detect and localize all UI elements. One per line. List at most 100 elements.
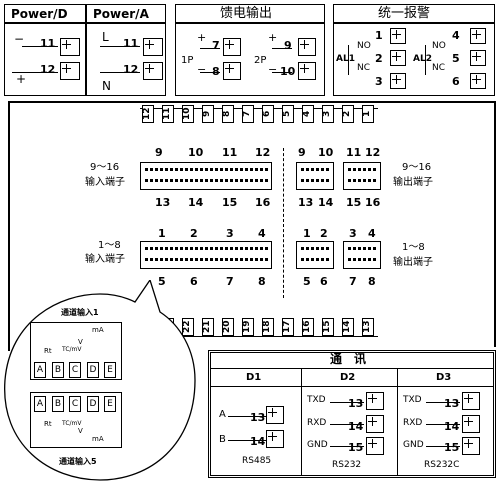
in916-bot-number: 14 bbox=[188, 196, 204, 209]
connector-pin bbox=[230, 247, 233, 250]
connector-pin bbox=[200, 258, 203, 261]
connector-pin bbox=[145, 247, 148, 250]
power-d-t12: 12 bbox=[40, 63, 56, 76]
connector-pin bbox=[348, 168, 351, 171]
connector-pin bbox=[250, 247, 253, 250]
in916-connector bbox=[140, 162, 272, 190]
d2-t15: 15 bbox=[348, 441, 364, 454]
connector-pin bbox=[200, 247, 203, 250]
d3-t14: 14 bbox=[444, 420, 460, 433]
connector-pin bbox=[155, 179, 158, 182]
out18-top-number: 3 bbox=[349, 227, 357, 240]
connector-pin bbox=[235, 258, 238, 261]
connector-pin bbox=[205, 168, 208, 171]
feed-2p-plus: + bbox=[268, 31, 278, 44]
ch1-pin-a: A bbox=[34, 362, 46, 378]
connector-pin bbox=[235, 247, 238, 250]
connector-pin bbox=[255, 258, 258, 261]
alarm-al1-nc: NC bbox=[357, 63, 371, 73]
out18-label2: 输出端子 bbox=[393, 257, 433, 268]
power-d-minus: − bbox=[14, 32, 25, 46]
power-d-terminal-12 bbox=[60, 62, 80, 80]
in18-bot-number: 6 bbox=[190, 275, 198, 288]
connector-pin bbox=[240, 168, 243, 171]
connector-pin bbox=[373, 247, 376, 250]
bubble-ch1-title: 通道输入1 bbox=[61, 308, 99, 317]
power-a-n: N bbox=[102, 79, 111, 93]
connector-pin bbox=[180, 258, 183, 261]
ch1-pin-e: E bbox=[104, 362, 116, 378]
connector-pin bbox=[260, 168, 263, 171]
connector-pin bbox=[250, 168, 253, 171]
top-pins-pin: 2 bbox=[342, 105, 354, 123]
bottom-pins-pin: 15 bbox=[322, 318, 334, 336]
ch5-pin-d: D bbox=[87, 396, 99, 412]
connector-pin bbox=[301, 258, 304, 261]
in916-top-number: 10 bbox=[188, 146, 204, 159]
power-d-terminal-11 bbox=[60, 38, 80, 56]
bottom-pins-pin: 14 bbox=[342, 318, 354, 336]
connector-pin bbox=[326, 168, 329, 171]
alarm-al2-label: AL2 bbox=[413, 54, 432, 64]
connector-pin bbox=[373, 168, 376, 171]
connector-pin bbox=[185, 258, 188, 261]
connector-pin bbox=[306, 168, 309, 171]
connector-pin bbox=[195, 258, 198, 261]
d2-gnd: GND bbox=[307, 440, 328, 450]
connector-pin bbox=[230, 258, 233, 261]
connector-pin bbox=[316, 168, 319, 171]
ch5-pin-a: A bbox=[34, 396, 46, 412]
d1-b: B bbox=[219, 434, 226, 445]
connector-pin bbox=[170, 258, 173, 261]
connector-pin bbox=[363, 247, 366, 250]
connector-pin bbox=[155, 258, 158, 261]
out18-bot-number: 8 bbox=[368, 275, 376, 288]
connector-pin bbox=[215, 179, 218, 182]
in916-bot-number: 15 bbox=[222, 196, 238, 209]
d3-terminal-13 bbox=[462, 392, 480, 410]
connector-pin bbox=[353, 258, 356, 261]
comm-title: 通 讯 bbox=[330, 352, 367, 366]
power-d-title: Power/D bbox=[11, 7, 68, 21]
connector-pin bbox=[316, 247, 319, 250]
connector-pin bbox=[175, 247, 178, 250]
power-a-terminal-12 bbox=[143, 62, 163, 80]
connector-pin bbox=[190, 168, 193, 171]
alarm-terminal-4 bbox=[470, 28, 486, 44]
in916-top-number: 12 bbox=[255, 146, 271, 159]
connector-pin bbox=[245, 168, 248, 171]
connector-pin bbox=[260, 247, 263, 250]
feed-t7: 7 bbox=[212, 39, 220, 52]
section-divider bbox=[283, 148, 284, 298]
ch1-rt: Rt bbox=[44, 347, 52, 355]
d1-t13: 13 bbox=[250, 411, 266, 424]
feed-terminal-9 bbox=[298, 38, 316, 56]
in18-label2: 输入端子 bbox=[85, 254, 125, 265]
feed-2p-minus: − bbox=[268, 63, 278, 76]
connector-pin bbox=[363, 168, 366, 171]
connector-pin bbox=[250, 258, 253, 261]
in916-bot-number: 13 bbox=[155, 196, 171, 209]
connector-pin bbox=[180, 247, 183, 250]
connector-pin bbox=[210, 258, 213, 261]
connector-pin bbox=[165, 168, 168, 171]
connector-pin bbox=[245, 179, 248, 182]
out18-bot-number: 7 bbox=[349, 275, 357, 288]
ch5-rt: Rt bbox=[44, 420, 52, 428]
connector-pin bbox=[220, 179, 223, 182]
d3-terminal-14 bbox=[462, 415, 480, 433]
connector-pin bbox=[311, 247, 314, 250]
connector-pin bbox=[363, 179, 366, 182]
in18-connector bbox=[140, 241, 272, 269]
d2-txd: TXD bbox=[307, 395, 326, 405]
connector-pin bbox=[255, 247, 258, 250]
connector-pin bbox=[190, 258, 193, 261]
alarm-al1-label: AL1 bbox=[336, 54, 355, 64]
connector-pin bbox=[195, 247, 198, 250]
connector-pin bbox=[265, 247, 268, 250]
feed-1p-plus: + bbox=[197, 31, 207, 44]
connector-pin bbox=[200, 168, 203, 171]
connector-pin bbox=[180, 179, 183, 182]
alarm-t3: 3 bbox=[375, 75, 383, 88]
in916-top-number: 9 bbox=[155, 146, 163, 159]
